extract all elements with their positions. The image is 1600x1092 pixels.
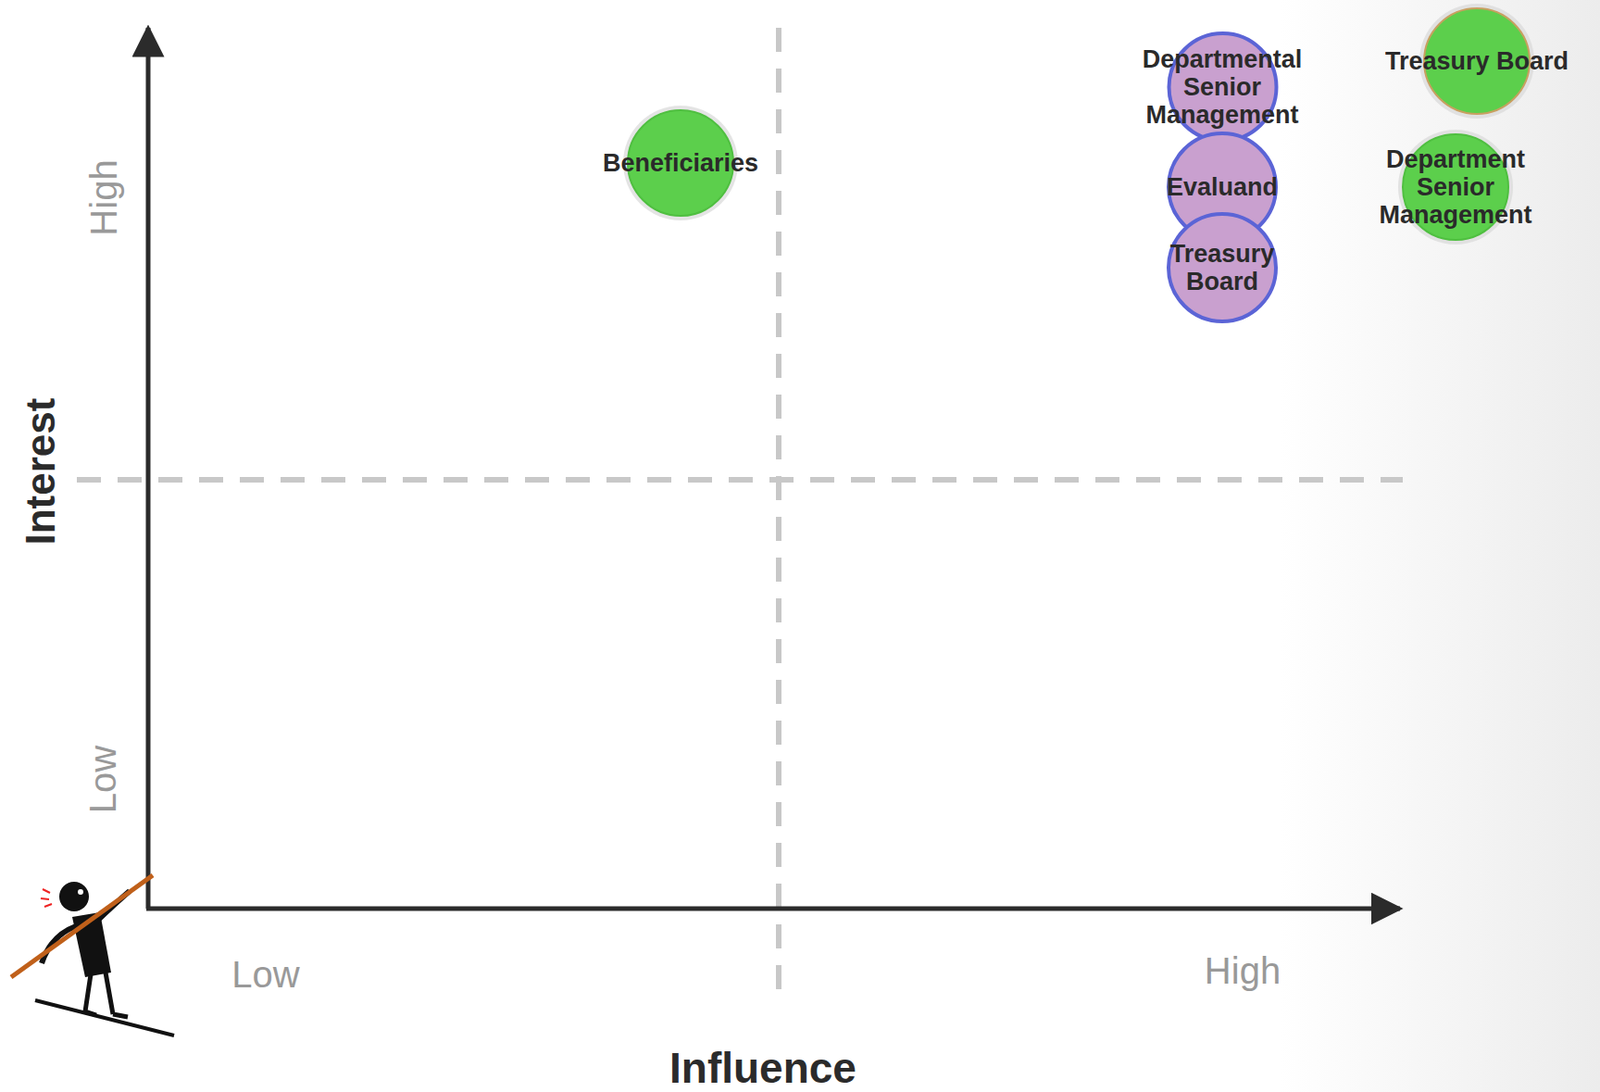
axis-title: Interest bbox=[17, 398, 64, 546]
divider-line bbox=[775, 27, 782, 991]
axis-level: High bbox=[82, 159, 125, 236]
axis-level: Low bbox=[231, 953, 300, 996]
stick-figure bbox=[11, 875, 175, 1036]
stakeholder-circle: Departmental Senior Management bbox=[1127, 27, 1318, 147]
axis-level: High bbox=[1204, 950, 1281, 992]
x-axis bbox=[146, 906, 1400, 912]
stakeholder-name: Beneficiaries bbox=[578, 149, 783, 177]
stakeholder-name: Departmental Senior Management bbox=[1127, 45, 1318, 130]
y-axis bbox=[146, 27, 151, 909]
stakeholder-circle: Department Senior Management bbox=[1367, 128, 1544, 246]
axis-title: Influence bbox=[669, 1042, 857, 1092]
stakeholder-name: Evaluand bbox=[1138, 173, 1306, 201]
stakeholder-name: Department Senior Management bbox=[1367, 145, 1544, 230]
stakeholder-name: Treasury Board bbox=[1152, 239, 1292, 296]
stakeholder-circle: Treasury Board bbox=[1369, 2, 1585, 120]
axis-level: Low bbox=[82, 744, 125, 813]
stakeholder-circle: Treasury Board bbox=[1152, 208, 1292, 327]
stakeholder-name: Treasury Board bbox=[1369, 47, 1585, 75]
stakeholder-circle: Beneficiaries bbox=[578, 104, 783, 222]
divider-line bbox=[76, 476, 1403, 483]
